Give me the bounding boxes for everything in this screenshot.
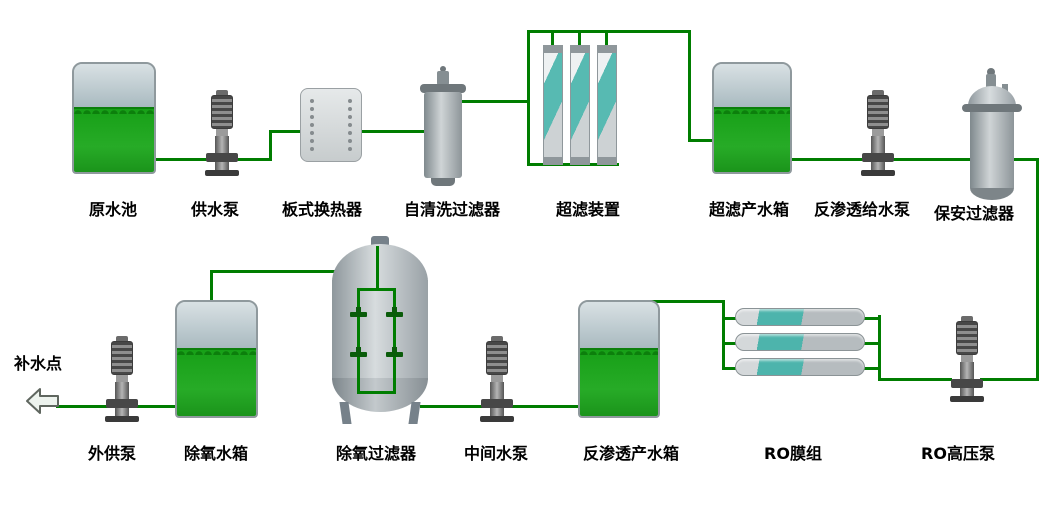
makeup-water-arrow-icon [26,388,59,414]
pipe-segment [527,30,530,166]
pipe-segment [862,367,881,370]
pipe-segment [210,270,213,303]
label-raw-water-pool: 原水池 [88,200,138,219]
plate-heat-exchanger-equipment [300,88,362,162]
pipe-segment [605,30,608,47]
tank-water [714,107,790,172]
external-supply-pump-equipment [104,336,140,422]
label-ro-feed-pump: 反渗透给水泵 [813,200,911,219]
pipe-segment [210,270,348,273]
label-intermediate-pump: 中间水泵 [463,444,529,463]
deaerated-water-tank [175,300,258,418]
pipe-segment [154,158,212,161]
bolt-column [310,95,314,155]
pipe-segment [269,130,272,161]
pipe-segment [893,158,972,161]
tank-headspace [177,302,256,348]
uf-membrane [570,45,590,165]
valve-icon [350,347,367,357]
valve-icon [350,307,367,317]
tank-headspace [714,64,790,108]
pipe-segment [722,300,725,370]
pipe-segment [376,246,379,290]
uf-membrane [543,45,563,165]
uf-product-tank [712,62,792,174]
pipe-segment [510,405,582,408]
tank-water [580,347,658,416]
pipe-segment [461,100,529,103]
pipe-segment [1012,158,1039,161]
tank-water [74,107,154,172]
pipe-segment [688,139,716,142]
label-ro-membrane-group: RO膜组 [764,444,822,463]
label-uf-product-tank: 超滤产水箱 [708,200,790,219]
pipe-segment [878,378,952,381]
pipe-segment [722,317,738,320]
pipe-segment [980,378,1039,381]
ro-membrane-module [735,308,865,326]
label-external-pump: 外供泵 [87,444,137,463]
valve-icon [386,307,403,317]
supply-pump-equipment [204,90,240,176]
pipe-segment [790,158,865,161]
valve-icon [386,347,403,357]
pipe-segment [1036,158,1039,381]
pipe-segment [357,288,360,394]
pipe-segment [578,30,581,47]
pipe-segment [878,315,881,381]
ro-membrane-module [735,358,865,376]
label-self-cleaning-filter: 自清洗过滤器 [403,200,501,219]
pipe-segment [232,158,272,161]
pipe-segment [357,391,396,394]
label-deaerated-tank: 除氧水箱 [183,444,249,463]
label-security-filter: 保安过滤器 [933,204,1015,223]
pipe-segment [527,30,691,33]
pipe-segment [420,405,484,408]
pipe-segment [862,342,881,345]
pipe-segment [551,30,554,47]
pipe-segment [862,317,881,320]
tank-headspace [74,64,154,108]
label-supply-pump: 供水泵 [190,200,240,219]
ro-feed-pump-equipment [860,90,896,176]
raw-water-tank [72,62,156,174]
ro-product-tank [578,300,660,418]
tank-headspace [580,302,658,348]
label-ro-hp-pump: RO高压泵 [921,444,995,463]
intermediate-pump-equipment [479,336,515,422]
pipe-segment [269,130,302,133]
pipe-segment [688,30,691,142]
label-plate-heat-exchanger: 板式换热器 [281,200,363,219]
pipe-segment [360,130,427,133]
pipe-segment [640,300,725,303]
label-makeup-point: 补水点 [13,354,63,373]
pipe-segment [135,405,179,408]
ro-high-pressure-pump-equipment [949,316,985,402]
pipe-segment [722,367,738,370]
pipe-segment [393,288,396,394]
ro-membrane-module [735,333,865,351]
pipe-segment [357,288,396,291]
label-deoxy-filter: 除氧过滤器 [335,444,417,463]
tank-water [177,347,256,416]
label-uf-unit: 超滤装置 [555,200,621,219]
pipe-segment [722,342,738,345]
label-ro-product-tank: 反渗透产水箱 [582,444,680,463]
pipe-segment [56,405,109,408]
uf-membrane [597,45,617,165]
bolt-column [348,95,352,155]
